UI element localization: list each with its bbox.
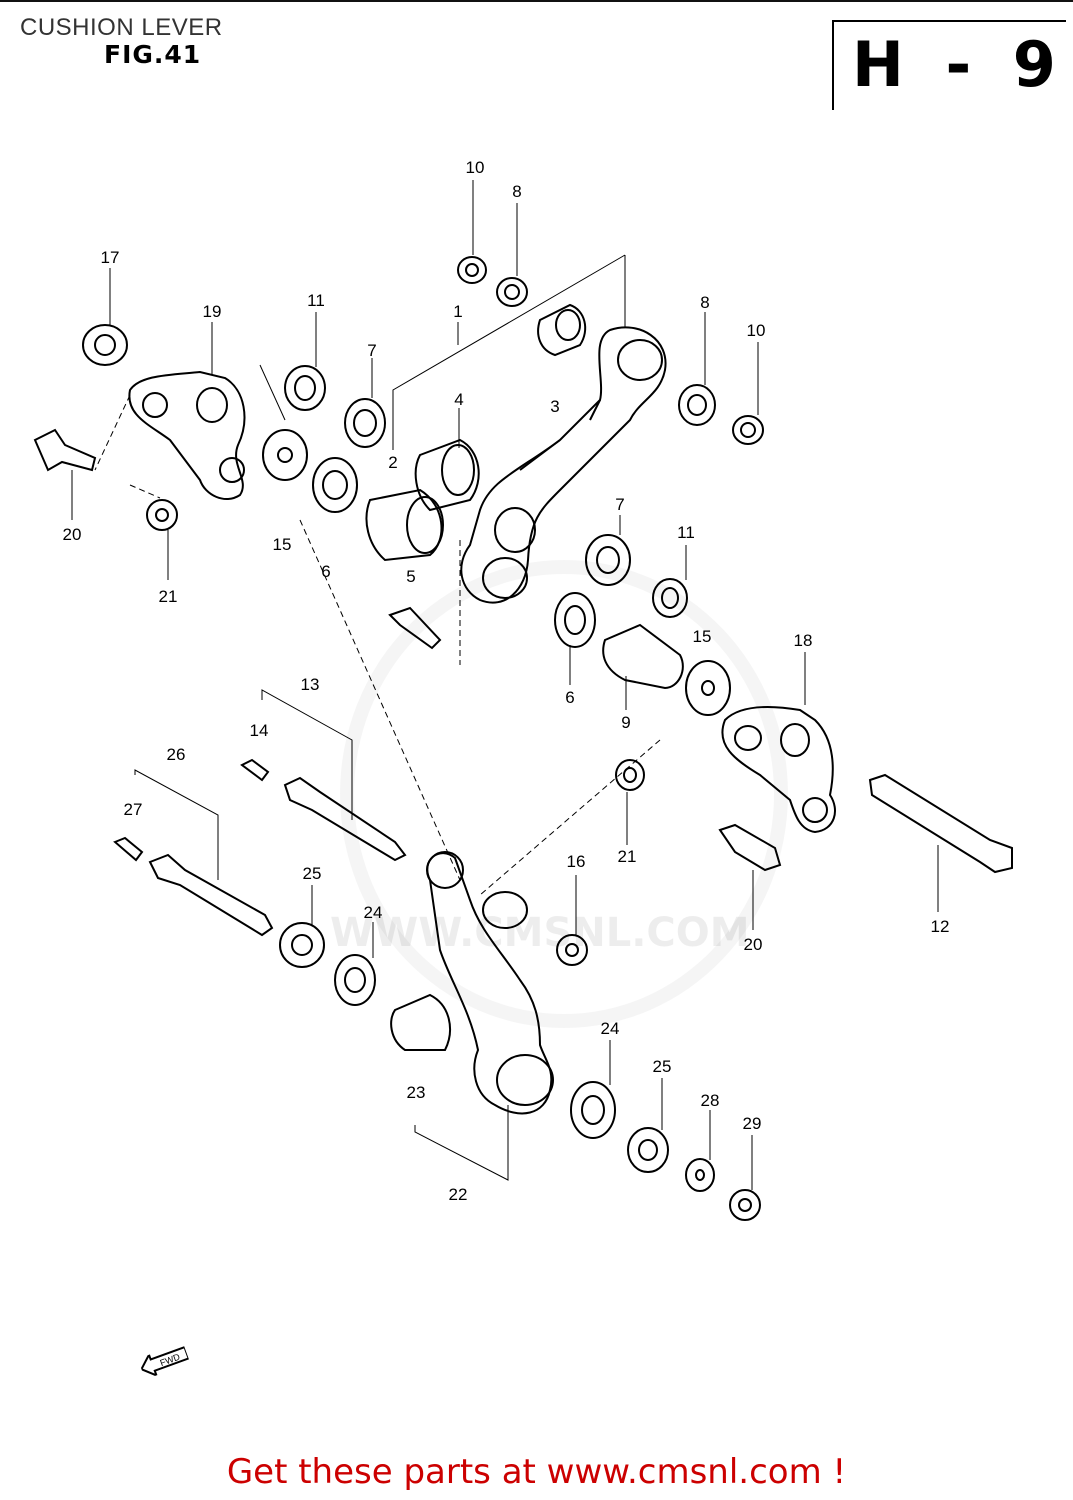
watermark-text: WWW.CMSNL.COM <box>330 910 750 956</box>
callout-labels: 1 2 3 4 5 6 6 7 7 8 8 9 10 10 11 11 12 1… <box>63 158 950 1204</box>
section-box <box>832 20 1066 110</box>
callout-12: 12 <box>931 917 950 936</box>
callout-7b: 7 <box>615 495 624 514</box>
forward-arrow-icon: FWD <box>140 1345 190 1378</box>
callout-25b: 25 <box>653 1057 672 1076</box>
callout-29: 29 <box>743 1114 762 1133</box>
top-rule <box>0 0 1073 2</box>
callout-22: 22 <box>449 1185 468 1204</box>
leader-lines <box>94 394 661 896</box>
callout-24a: 24 <box>364 903 383 922</box>
callout-21a: 21 <box>159 587 178 606</box>
callout-25a: 25 <box>303 864 322 883</box>
cushion-lever-part[interactable] <box>460 326 667 604</box>
left-plate-part[interactable] <box>128 370 246 500</box>
callout-24b: 24 <box>601 1019 620 1038</box>
callout-27: 27 <box>124 800 143 819</box>
callout-20b: 20 <box>744 935 763 954</box>
callout-14: 14 <box>250 721 269 740</box>
callout-11a: 11 <box>307 291 325 310</box>
callout-8a: 8 <box>512 182 521 201</box>
callout-15a: 15 <box>273 535 292 554</box>
figure-label: FIG.41 <box>104 40 202 69</box>
callout-leaders <box>71 180 939 1190</box>
callout-26: 26 <box>167 745 186 764</box>
exploded-parts-diagram: 1 2 3 4 5 6 6 7 7 8 8 9 10 10 11 11 12 1… <box>33 158 1013 1221</box>
callout-10b: 10 <box>747 321 766 340</box>
callout-5: 5 <box>406 567 415 586</box>
bearing-parts[interactable] <box>82 256 764 1221</box>
callout-4: 4 <box>454 390 463 409</box>
footer-link[interactable]: Get these parts at www.cmsnl.com ! <box>226 1452 847 1492</box>
bolt-parts[interactable] <box>33 428 1013 937</box>
right-plate-part[interactable] <box>721 706 836 834</box>
section-code: H - 9 <box>852 28 1066 101</box>
callout-6a: 6 <box>321 562 330 581</box>
callout-19: 19 <box>203 302 222 321</box>
callout-7a: 7 <box>367 341 376 360</box>
callout-6b: 6 <box>565 688 574 707</box>
callout-1: 1 <box>453 302 462 321</box>
callout-15b: 15 <box>693 627 712 646</box>
page-title: CUSHION LEVER <box>20 14 223 41</box>
callout-13: 13 <box>301 675 320 694</box>
callout-21b: 21 <box>618 847 637 866</box>
callout-9: 9 <box>621 713 630 732</box>
callout-23: 23 <box>407 1083 426 1102</box>
callout-11b: 11 <box>677 523 695 542</box>
callout-3: 3 <box>550 397 559 416</box>
callout-2: 2 <box>388 453 397 472</box>
callout-17: 17 <box>101 248 120 267</box>
callout-20a: 20 <box>63 525 82 544</box>
callout-8b: 8 <box>700 293 709 312</box>
callout-18: 18 <box>794 631 813 650</box>
callout-10a: 10 <box>466 158 485 177</box>
callout-28: 28 <box>701 1091 720 1110</box>
callout-16: 16 <box>567 852 586 871</box>
cushion-rod-part[interactable] <box>426 851 554 1115</box>
